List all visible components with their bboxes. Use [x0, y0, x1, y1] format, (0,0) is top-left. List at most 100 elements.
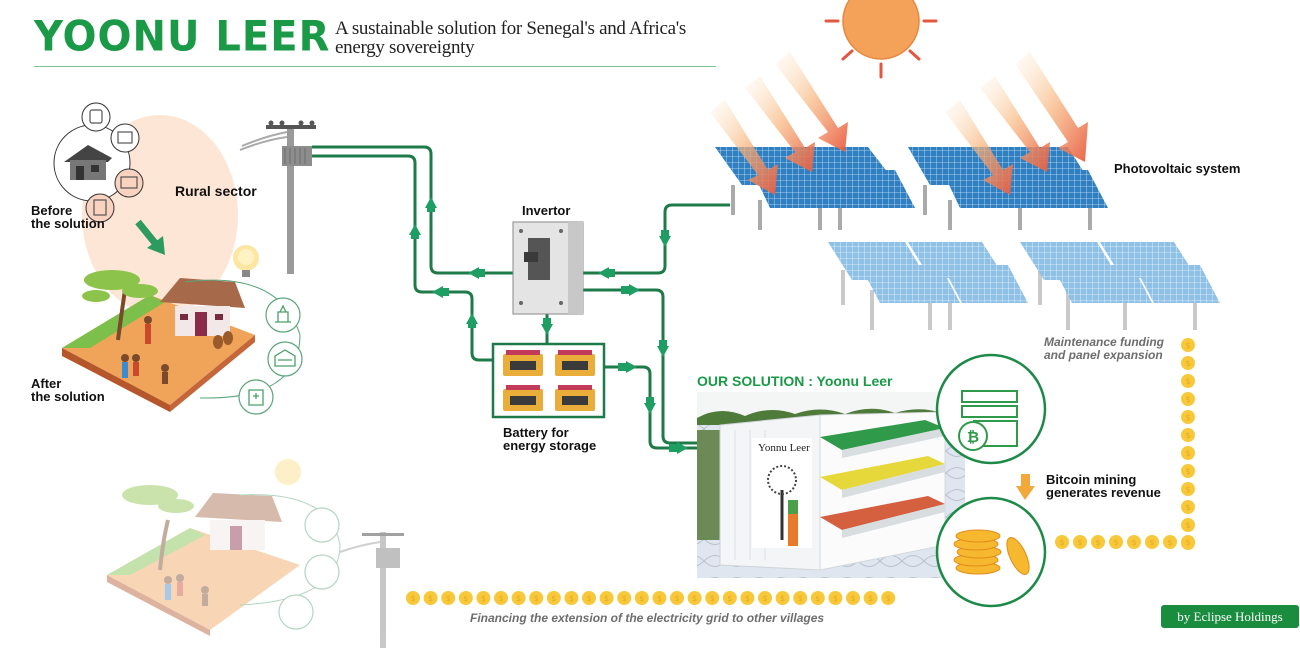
coin-icon: $ — [722, 591, 737, 605]
coin-icon: $ — [846, 591, 860, 605]
arrow-up-icon — [409, 224, 421, 239]
coin-icon: $ — [458, 591, 473, 605]
svg-text:$: $ — [692, 594, 697, 603]
svg-text:$: $ — [657, 594, 662, 603]
coin-stack-icon — [953, 529, 1030, 575]
svg-text:$: $ — [815, 594, 820, 603]
svg-text:$: $ — [674, 594, 679, 603]
coin-icon: $ — [1073, 535, 1087, 549]
svg-text:$: $ — [1149, 538, 1154, 547]
coin-icon: $ — [740, 591, 755, 605]
coin-icon: $ — [828, 591, 843, 605]
svg-text:$: $ — [516, 594, 521, 603]
svg-text:$: $ — [1059, 538, 1064, 547]
coin-icon: $ — [634, 591, 649, 605]
credit-badge: by Eclipse Holdings — [1161, 605, 1299, 628]
solar-array-dark — [715, 147, 1108, 230]
solution-title: OUR SOLUTION : Yoonu Leer — [697, 373, 893, 389]
after-label-line-2: the solution — [31, 389, 105, 404]
coin-icon: $ — [1091, 535, 1105, 549]
utility-pole-faded — [339, 532, 404, 648]
radio-icon — [89, 109, 103, 124]
sun-icon — [824, 0, 938, 79]
coin-icon: $ — [1055, 535, 1069, 549]
transition-arrow-icon — [135, 219, 165, 255]
arrow-left-icon — [598, 267, 615, 279]
coin-icon: $ — [810, 591, 825, 605]
battery-label-line-2: energy storage — [503, 438, 597, 453]
svg-text:$: $ — [446, 594, 451, 603]
hospital-grey-icon — [93, 199, 107, 216]
arrow-left-icon — [468, 267, 485, 279]
svg-text:$: $ — [1185, 521, 1190, 530]
battery-bank — [491, 342, 606, 419]
coin-icon: $ — [1181, 392, 1195, 406]
svg-text:$: $ — [1185, 449, 1190, 458]
svg-text:$: $ — [833, 594, 838, 603]
svg-text:$: $ — [410, 594, 415, 603]
maintenance-label-line-2: and panel expansion — [1044, 348, 1163, 362]
coin-icon: $ — [476, 591, 491, 605]
maintenance-label-line-1: Maintenance funding — [1044, 335, 1164, 349]
solar-array-light — [828, 242, 1220, 330]
coin-icon: $ — [599, 591, 614, 605]
svg-text:$: $ — [586, 594, 591, 603]
header-divider — [34, 66, 716, 67]
grain-mill-icon — [275, 304, 291, 323]
grey-hut-icon — [64, 145, 112, 180]
baobab-tree-icon — [767, 465, 798, 546]
after-services-arc — [184, 245, 303, 415]
arrow-left-icon — [432, 286, 449, 298]
container-brand-text: Yonnu Leer — [758, 442, 810, 454]
bitcoin-label-line-2: generates revenue — [1046, 485, 1161, 500]
bitcoin-mining-badge: ₿ — [935, 353, 1047, 465]
coin-icon: $ — [863, 591, 878, 605]
before-solution-cluster — [53, 102, 144, 223]
flow-arrows — [409, 197, 688, 454]
arrow-right-icon — [669, 442, 688, 454]
revenue-arrow-icon — [1016, 474, 1035, 500]
coin-icon: $ — [423, 591, 438, 605]
coin-icon: $ — [1181, 500, 1195, 514]
coin-icon: $ — [881, 591, 896, 605]
svg-text:$: $ — [1095, 538, 1100, 547]
coins-badge — [935, 496, 1047, 608]
tagline-line-2: energy sovereignty — [335, 37, 475, 58]
arrow-right-icon — [621, 284, 640, 296]
coin-icon: $ — [758, 591, 772, 605]
svg-text:$: $ — [1185, 377, 1190, 386]
svg-text:$: $ — [1185, 413, 1190, 422]
coin-icon: $ — [1181, 446, 1195, 460]
coin-trails: $$$$$$$$$$$$$$$$$$$$$$$$$$$$$$$$$$$$$$$$… — [406, 338, 1195, 605]
svg-text:$: $ — [604, 594, 609, 603]
svg-text:$: $ — [534, 594, 539, 603]
village-after-illustration — [62, 270, 255, 412]
before-solution-label: Before the solution — [31, 204, 105, 230]
bitcoin-icon — [958, 421, 988, 451]
battery-label-line-1: Battery for — [503, 425, 569, 440]
coin-icon: $ — [652, 591, 667, 605]
photovoltaic-label: Photovoltaic system — [1114, 161, 1241, 176]
village-faded-illustration — [107, 459, 341, 636]
coin-icon: $ — [617, 591, 632, 605]
coin-icon: $ — [1181, 464, 1195, 478]
arrow-up-icon — [466, 313, 478, 328]
after-solution-label: After the solution — [31, 377, 105, 403]
svg-text:$: $ — [1185, 431, 1190, 440]
coin-icon: $ — [670, 591, 684, 605]
coin-icon: $ — [1163, 535, 1177, 549]
svg-text:$: $ — [622, 594, 627, 603]
coin-icon: $ — [546, 591, 561, 605]
svg-text:$: $ — [1131, 538, 1136, 547]
arrow-right-icon — [618, 361, 637, 373]
coin-icon: $ — [1181, 535, 1195, 549]
svg-text:$: $ — [498, 594, 503, 603]
svg-text:$: $ — [1185, 341, 1190, 350]
svg-text:$: $ — [868, 594, 873, 603]
light-bulb-icon — [233, 245, 259, 277]
sun-rays — [710, 52, 1088, 195]
arrow-down-icon — [657, 340, 669, 357]
invertor-label: Invertor — [522, 203, 571, 218]
coin-icon: $ — [1181, 482, 1195, 496]
